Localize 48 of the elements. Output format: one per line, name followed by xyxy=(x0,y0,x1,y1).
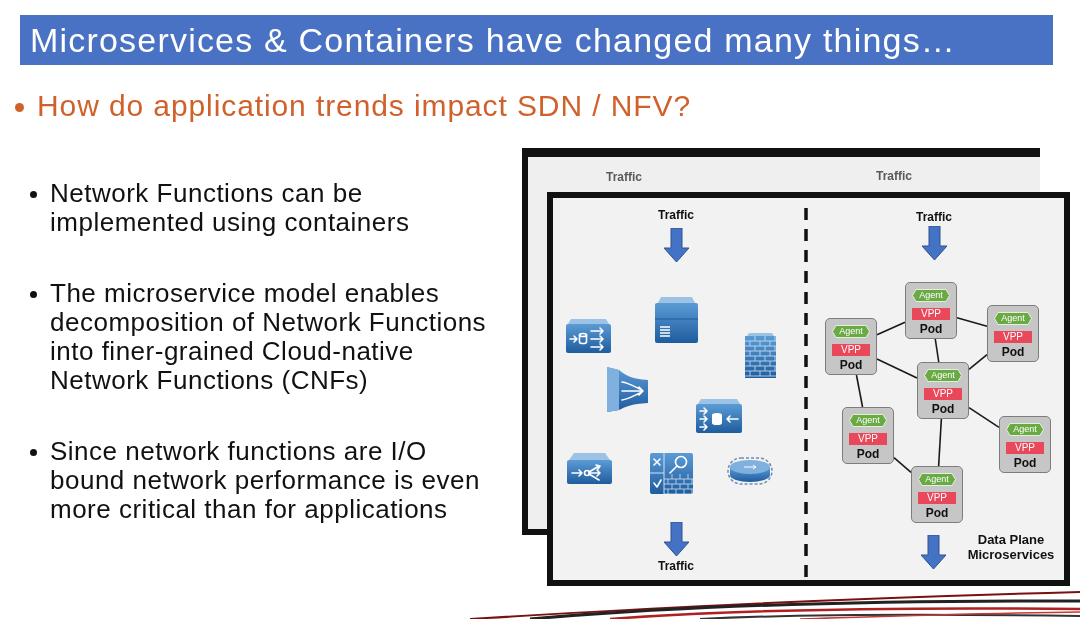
pod-label: Pod xyxy=(855,448,881,461)
pod-box xyxy=(999,416,1051,473)
subtitle-text: How do application trends impact SDN / NFV? xyxy=(37,88,691,124)
flow-label: Traffic xyxy=(658,208,694,222)
pod-label: Pod xyxy=(838,359,864,372)
bullet-text: Since network functions are I/O bound network performance is even more critical than for applications xyxy=(50,437,481,524)
connector-line xyxy=(968,353,988,371)
vpp-bar: VPP xyxy=(924,388,962,400)
connector-line xyxy=(893,456,912,474)
pod-label: Pod xyxy=(930,403,956,416)
connector-line xyxy=(876,358,918,379)
connector-line xyxy=(956,317,988,327)
pod-label: Pod xyxy=(924,507,950,520)
slide-title: Microservices & Containers have changed many things… xyxy=(20,15,1053,65)
vpp-bar: VPP xyxy=(912,308,950,320)
flow-label: Traffic xyxy=(606,170,642,184)
bullet-text: Network Functions can be implemented using containers xyxy=(50,179,411,237)
flow-label: Traffic xyxy=(658,559,694,573)
pod-box xyxy=(917,362,969,419)
agent-hexagon: Agent xyxy=(849,414,887,427)
vpp-bar: VPP xyxy=(918,492,956,504)
agent-hexagon: Agent xyxy=(912,289,950,302)
connector-line xyxy=(855,374,864,408)
pod-box xyxy=(842,407,894,464)
flow-label: Traffic xyxy=(916,210,952,224)
vpp-bar: VPP xyxy=(994,331,1032,343)
connector-line xyxy=(876,321,906,336)
pod-label: Pod xyxy=(918,323,944,336)
connector-line xyxy=(968,406,1000,429)
connector-line xyxy=(937,418,943,467)
pod-label: Pod xyxy=(1012,457,1038,470)
vpp-bar: VPP xyxy=(1006,442,1044,454)
agent-hexagon: Agent xyxy=(918,473,956,486)
agent-hexagon: Agent xyxy=(994,312,1032,325)
flow-label: Traffic xyxy=(876,169,912,183)
agent-hexagon: Agent xyxy=(924,369,962,382)
pod-box xyxy=(987,305,1039,362)
pod-box xyxy=(825,318,877,375)
pod-label: Pod xyxy=(1000,346,1026,359)
bullet-text: The microservice model enables decomposition of Network Functions into finer-grained Cloud-native Network Functions (CNFs) xyxy=(50,279,488,395)
agent-hexagon: Agent xyxy=(832,325,870,338)
pod-box xyxy=(905,282,957,339)
vpp-bar: VPP xyxy=(832,344,870,356)
vpp-bar: VPP xyxy=(849,433,887,445)
panel-caption: Data Plane Microservices xyxy=(966,532,1056,562)
agent-hexagon: Agent xyxy=(1006,423,1044,436)
connector-line xyxy=(934,338,940,363)
pod-box xyxy=(911,466,963,523)
